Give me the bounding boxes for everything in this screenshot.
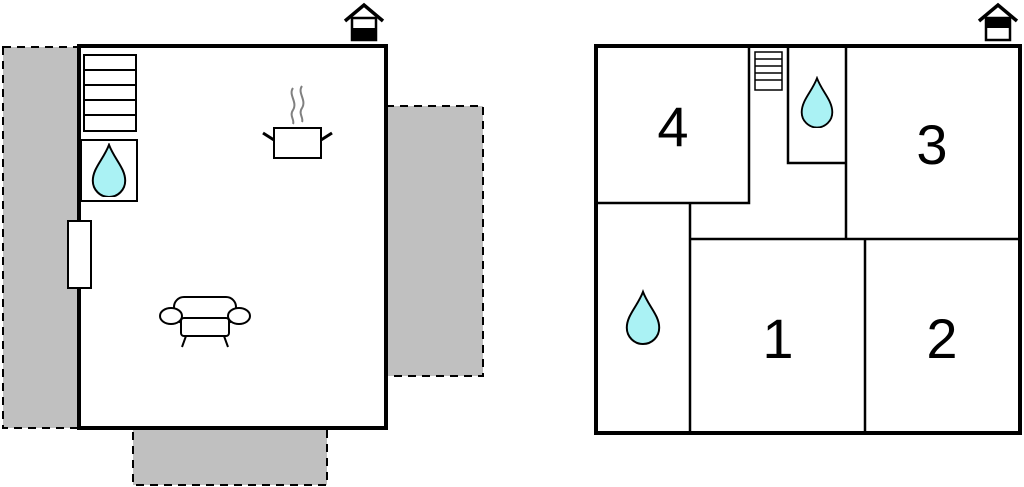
terrace-bottom [132, 427, 328, 486]
stairs-icon [83, 54, 137, 132]
ground-floor-plan [2, 3, 484, 486]
cooking-pot-icon [262, 85, 333, 159]
armchair-icon [159, 296, 251, 348]
upper-floor-plan: 4 3 1 2 [594, 3, 1022, 435]
room-3-label: 3 [916, 113, 947, 176]
stairs-icon [754, 51, 783, 91]
room-4-label: 4 [657, 95, 688, 158]
upper-floor-marker [986, 18, 1010, 28]
room-2-label: 2 [926, 307, 957, 370]
window-icon [67, 220, 92, 289]
room-1-label: 1 [762, 307, 793, 370]
terrace-right [385, 105, 484, 377]
ground-floor-marker [352, 28, 376, 39]
